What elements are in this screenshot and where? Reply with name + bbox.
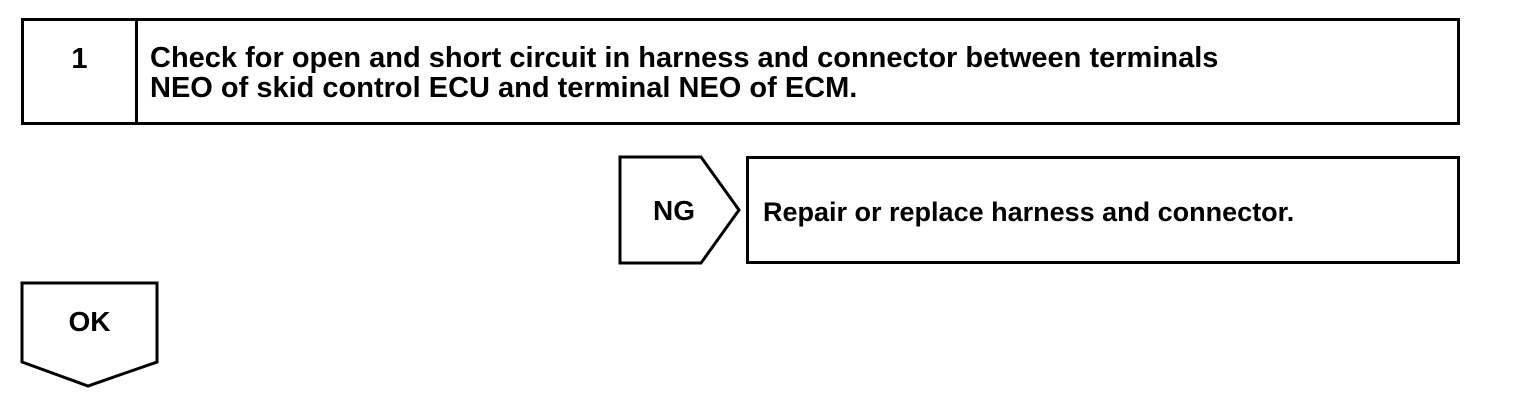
step-title: Check for open and short circuit in harn… bbox=[150, 43, 1440, 103]
step-title-line-2: NEO of skid control ECU and terminal NEO… bbox=[150, 72, 858, 104]
step-number-cell: 1 bbox=[24, 21, 138, 122]
ng-result-box: Repair or replace harness and connector. bbox=[746, 156, 1460, 264]
step-number: 1 bbox=[71, 43, 88, 75]
ok-label: OK bbox=[68, 306, 111, 337]
ng-result-text: Repair or replace harness and connector. bbox=[763, 197, 1295, 227]
step-box: 1 Check for open and short circuit in ha… bbox=[21, 18, 1460, 125]
step-title-line-1: Check for open and short circuit in harn… bbox=[150, 42, 1219, 74]
ng-label: NG bbox=[653, 195, 695, 226]
